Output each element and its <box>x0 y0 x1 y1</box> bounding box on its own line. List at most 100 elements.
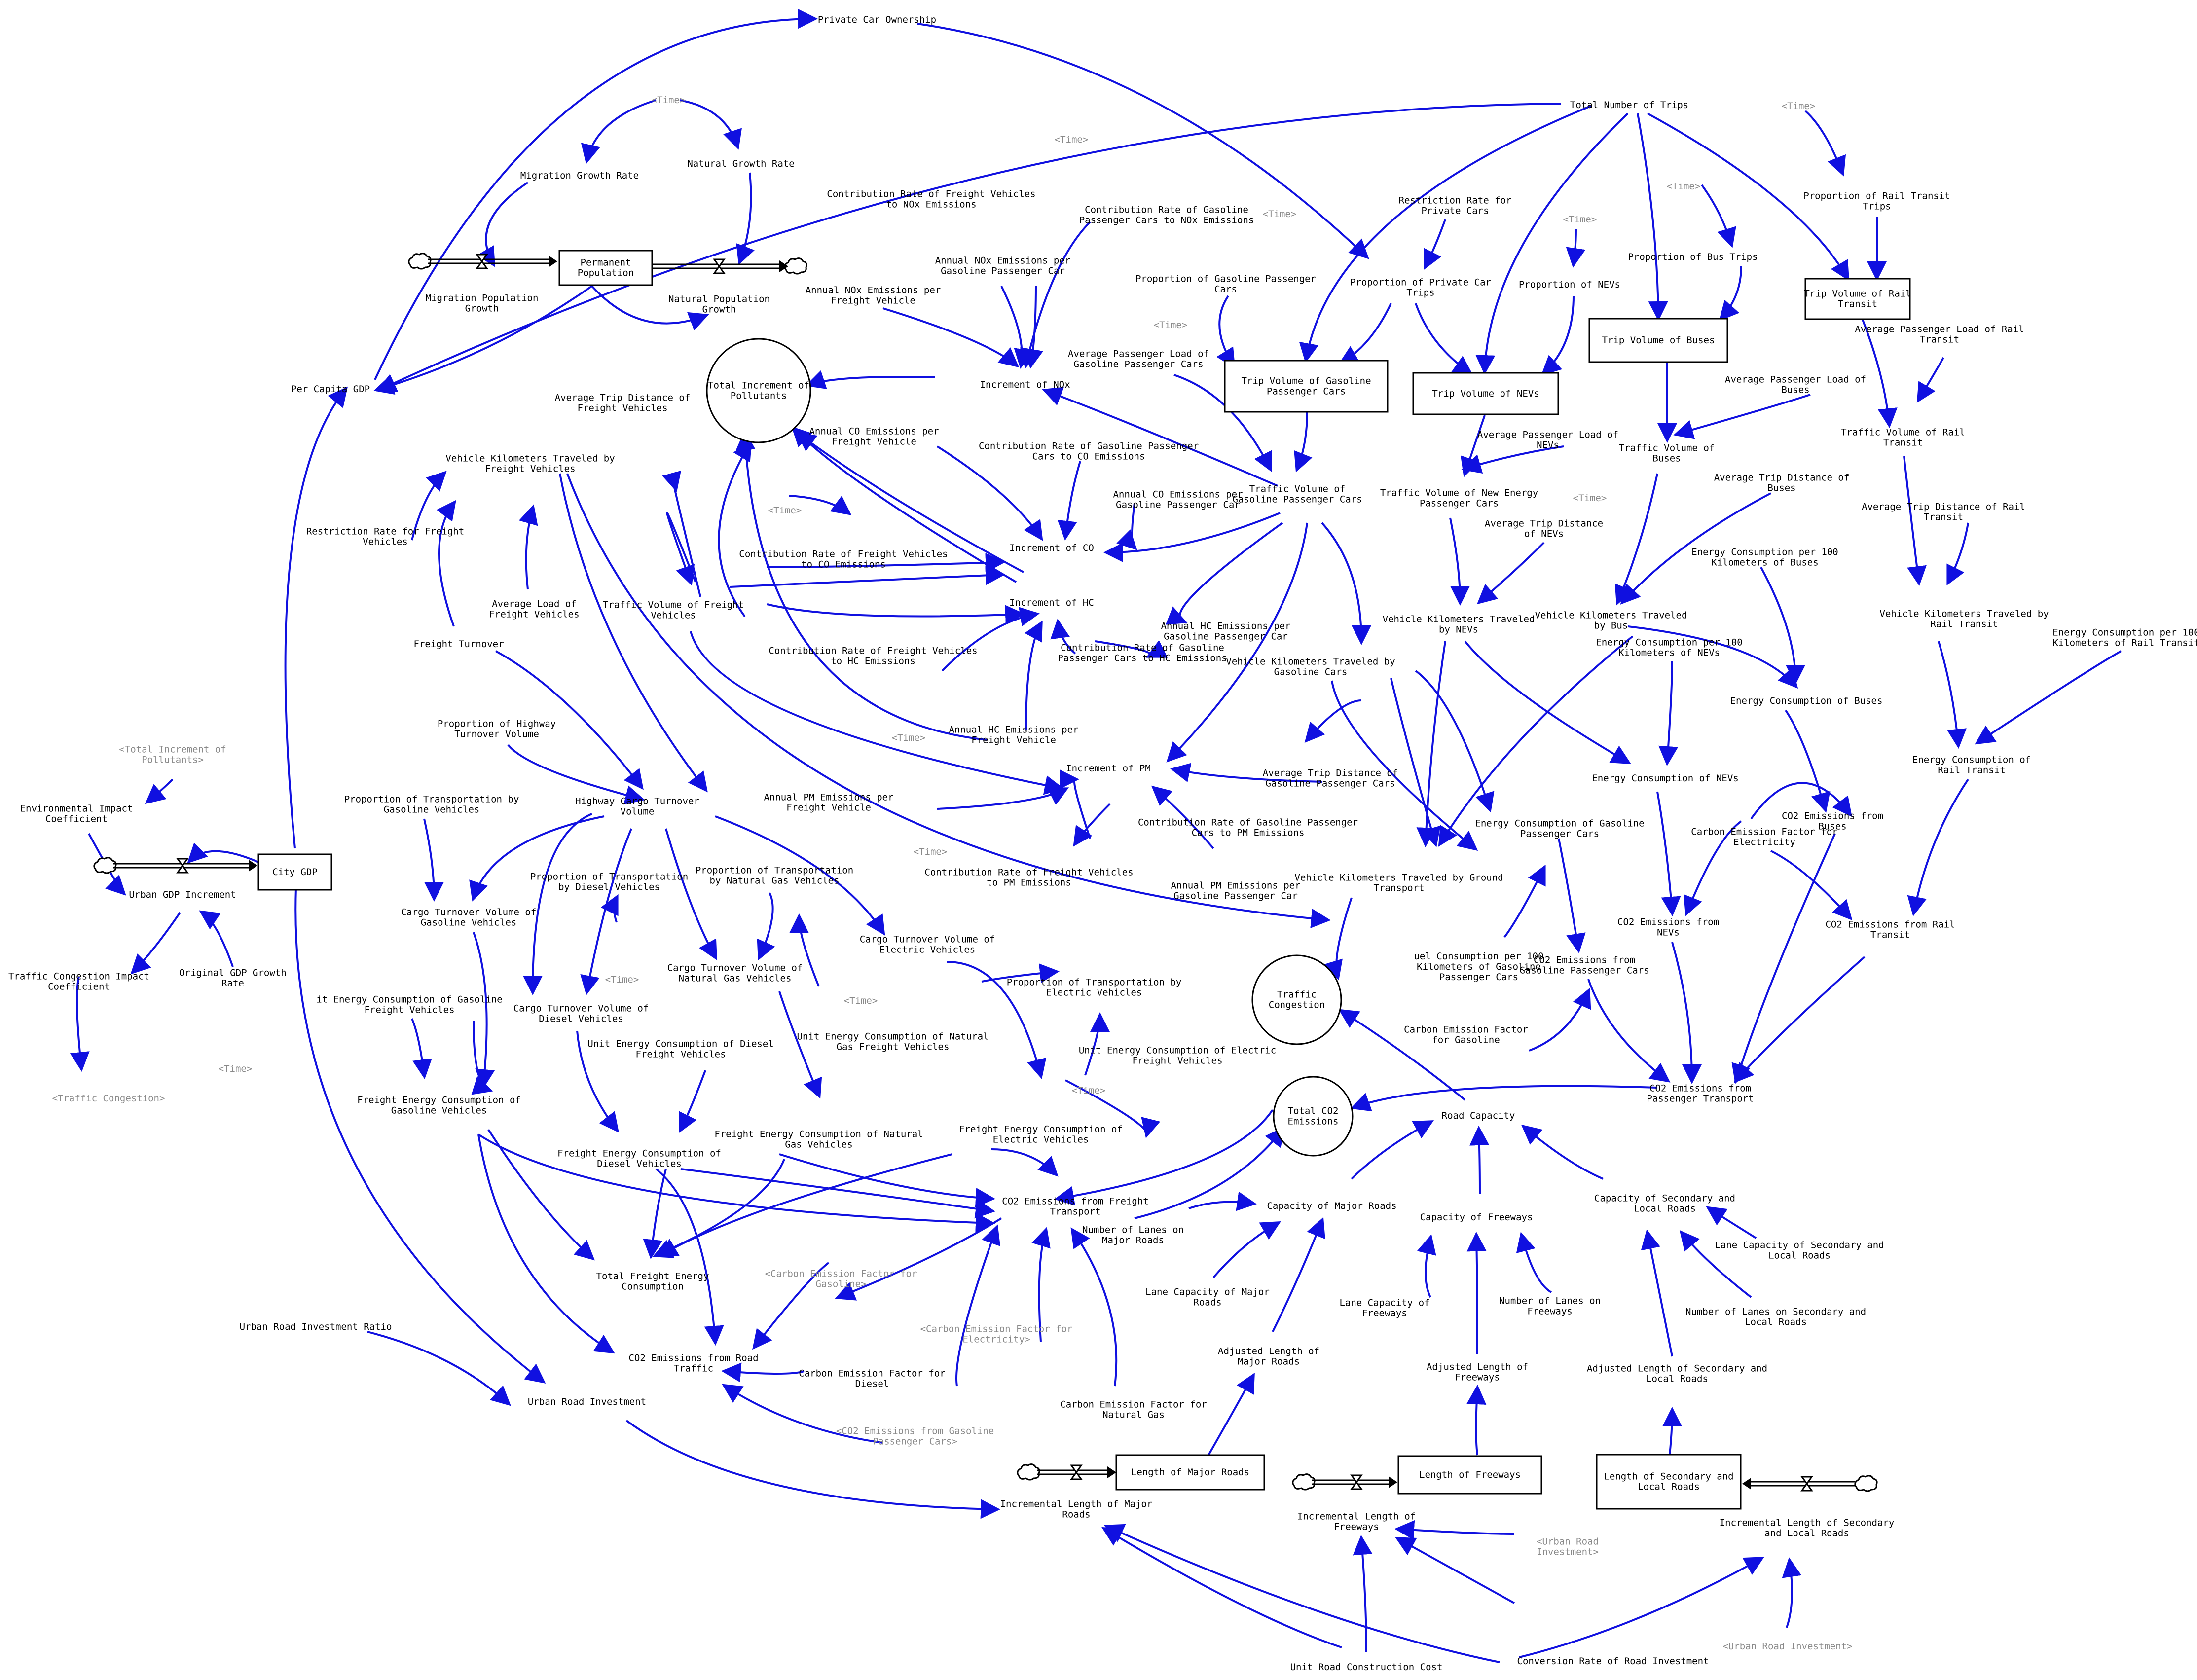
private-car-ownership-label: Private Car Ownership <box>818 14 936 25</box>
time-label: <Time> <box>1072 1085 1106 1096</box>
causal-link <box>1804 110 1846 177</box>
causal-link <box>658 1153 952 1258</box>
causal-link <box>665 828 717 960</box>
causal-link <box>1464 640 1631 765</box>
causal-link <box>411 471 447 541</box>
causal-link <box>1208 1373 1255 1456</box>
causal-link <box>1519 1557 1764 1658</box>
causal-link <box>1671 942 1702 1084</box>
energy-buses-label: Energy Consumption of Buses <box>1730 695 1883 706</box>
causal-link <box>721 1362 805 1383</box>
causal-link <box>411 1018 432 1079</box>
causal-link <box>1656 791 1681 916</box>
causal-link <box>1627 625 1798 689</box>
causal-link <box>1503 864 1546 938</box>
causal-link <box>1424 219 1446 270</box>
causal-link <box>778 991 822 1099</box>
time-label: <Time> <box>1667 181 1701 192</box>
causal-link <box>947 961 1047 1079</box>
trip-gasoline-cars-stock <box>1224 360 1389 413</box>
causal-link <box>1862 319 1898 428</box>
causal-link <box>1050 619 1076 655</box>
causal-link <box>625 1420 1000 1519</box>
causal-link <box>1476 542 1545 605</box>
causal-link <box>680 1168 995 1219</box>
increment-pm-label: Increment of PM <box>1066 763 1151 774</box>
causal-link <box>591 285 709 331</box>
proportion-bus-trips-label: Proportion of Bus Trips <box>1628 252 1758 262</box>
causal-link <box>1587 979 1671 1083</box>
causal-link <box>955 1224 1000 1387</box>
causal-link <box>757 892 775 961</box>
total-number-trips-label: Total Number of Trips <box>1570 100 1688 110</box>
causal-link <box>294 887 546 1384</box>
causal-link <box>1351 1120 1434 1180</box>
causal-link <box>1353 1535 1373 1653</box>
causal-link <box>730 565 1005 588</box>
causal-link <box>1116 503 1137 550</box>
length-freeways-label: Length of Freeways <box>1419 1469 1521 1480</box>
causal-link <box>1134 1126 1285 1219</box>
causal-link <box>1521 1124 1604 1180</box>
flow-arrowhead <box>779 260 788 272</box>
causal-link <box>580 828 632 995</box>
urban-road-investment-label: Urban Road Investment <box>528 1396 646 1407</box>
causal-link <box>1065 1079 1161 1138</box>
causal-link <box>1750 782 1852 820</box>
causal-link <box>518 504 538 590</box>
per-capita-gdp-label: Per Capita GDP <box>291 384 370 395</box>
unit-road-cost-label: Unit Road Construction Cost <box>1290 1662 1443 1673</box>
trip-buses-stock <box>1588 318 1728 363</box>
causal-link <box>423 818 444 902</box>
causal-link <box>1916 357 1944 403</box>
natural-growth-rate-label: Natural Growth Rate <box>687 158 794 169</box>
time-label: <Time> <box>1055 134 1089 145</box>
time-label: <Time> <box>892 732 926 743</box>
causal-link <box>1103 512 1281 562</box>
causal-link <box>835 1217 1002 1301</box>
traffic-congestion-label: <Traffic Congestion> <box>52 1093 165 1104</box>
causal-link <box>1294 412 1313 473</box>
causal-link <box>367 1331 511 1406</box>
length-major-roads-label: Length of Major Roads <box>1131 1467 1249 1478</box>
proportion-nevs-label: Proportion of NEVs <box>1519 279 1620 290</box>
causal-link <box>145 778 174 804</box>
flow-arrowhead <box>549 256 557 267</box>
causal-link <box>1516 1232 1552 1293</box>
causal-link <box>523 813 592 995</box>
causal-link <box>1042 387 1278 487</box>
causal-link <box>1070 1227 1118 1387</box>
causal-link <box>487 1129 595 1261</box>
